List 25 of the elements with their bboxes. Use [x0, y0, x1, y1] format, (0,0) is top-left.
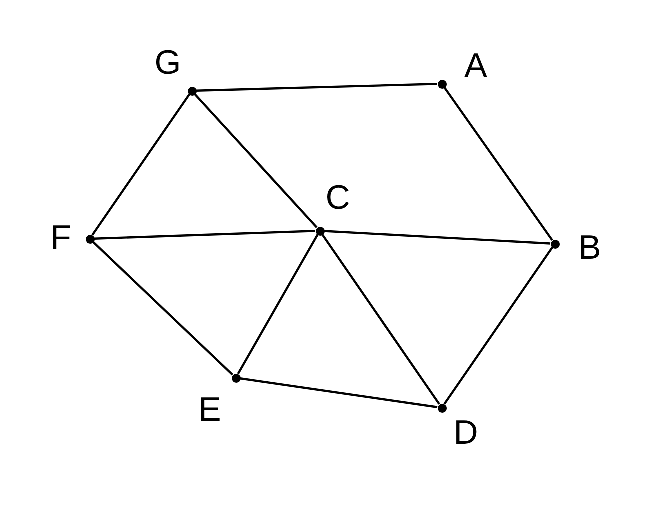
point-label: D — [454, 416, 478, 450]
point-dot — [438, 404, 446, 412]
line-segment — [324, 230, 551, 245]
point-label: E — [198, 393, 222, 427]
line-segment — [92, 241, 234, 376]
line-segment — [237, 234, 319, 375]
line-segment — [92, 94, 190, 236]
point-label: A — [464, 49, 488, 83]
point-label: C — [326, 181, 350, 215]
point-dot — [232, 374, 240, 382]
point-label: B — [578, 231, 602, 265]
point-dot — [438, 80, 446, 88]
point-dot — [86, 234, 94, 244]
line-segment — [322, 234, 440, 405]
line-segment — [240, 378, 438, 408]
point-dot — [550, 240, 560, 248]
point-dot — [188, 86, 196, 96]
line-segment — [196, 83, 438, 92]
line-segment — [194, 94, 318, 228]
point-dot — [316, 226, 324, 236]
line-segment — [444, 247, 554, 405]
line-segment — [94, 230, 316, 240]
line-segment — [444, 87, 554, 241]
point-label: F — [50, 221, 72, 255]
point-label: G — [154, 46, 182, 80]
